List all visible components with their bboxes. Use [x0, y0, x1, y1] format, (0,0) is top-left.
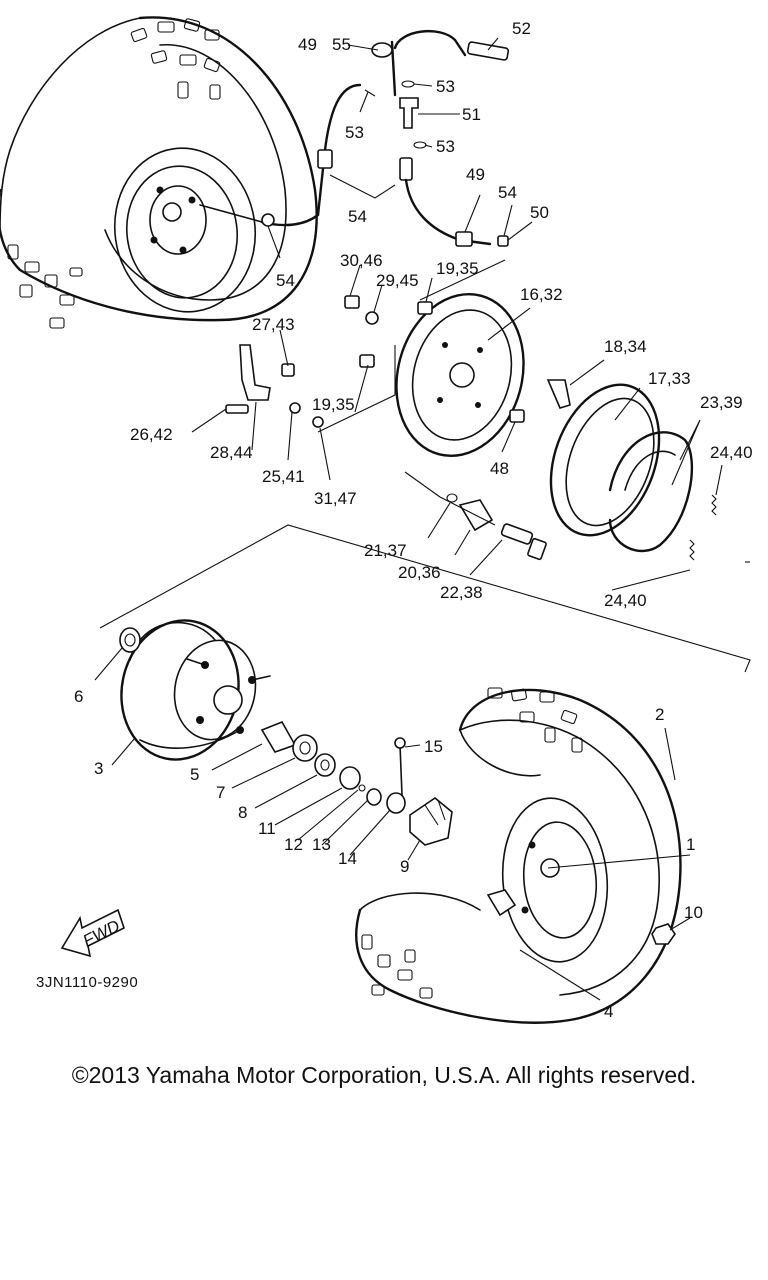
diagram-code: 3JN1110-9290	[36, 974, 138, 991]
part-label: 54	[348, 207, 367, 226]
part-label: 4	[604, 1002, 613, 1021]
part-label: 9	[400, 857, 409, 876]
part-label: 54	[498, 183, 517, 202]
part-label: 3	[94, 759, 103, 778]
part-label: 20,36	[398, 563, 441, 582]
part-label: 18,34	[604, 337, 647, 356]
part-label: 49	[466, 165, 485, 184]
part-label: 26,42	[130, 425, 173, 444]
part-label: 31,47	[314, 489, 357, 508]
part-label: 2	[655, 705, 664, 724]
part-label: 48	[490, 459, 509, 478]
part-label: 15	[424, 737, 443, 756]
copyright-notice: ©2013 Yamaha Motor Corporation, U.S.A. A…	[71, 1062, 697, 1088]
part-label: 12	[284, 835, 303, 854]
part-labels: 49 55 52 53 51 53 53 49 54 54 50 54 30,4…	[74, 19, 753, 1021]
part-label: 24,40	[710, 443, 753, 462]
part-label: 54	[276, 271, 295, 290]
part-label: 19,35	[436, 259, 479, 278]
part-label: 55	[332, 35, 351, 54]
part-label: 28,44	[210, 443, 253, 462]
part-label: 49	[298, 35, 317, 54]
guide-lines	[99, 174, 751, 673]
part-label: 19,35	[312, 395, 355, 414]
fwd-arrow-icon: FWD	[60, 908, 125, 958]
part-label: 52	[512, 19, 531, 38]
part-label: 29,45	[376, 271, 419, 290]
hub-assembly	[119, 619, 453, 846]
part-label: 7	[216, 783, 225, 802]
part-label: 5	[190, 765, 199, 784]
part-label: 1	[686, 835, 695, 854]
part-label: 24,40	[604, 591, 647, 610]
part-label: 6	[74, 687, 83, 706]
brake-components	[225, 292, 717, 561]
part-label: 30,46	[340, 251, 383, 270]
part-label: 53	[436, 137, 455, 156]
lower-tire	[355, 687, 682, 1024]
part-label: 16,32	[520, 285, 563, 304]
part-label: 10	[684, 903, 703, 922]
part-label: 11	[258, 819, 276, 838]
leader-lines	[94, 37, 723, 1001]
part-label: 8	[238, 803, 247, 822]
part-label: 22,38	[440, 583, 483, 602]
part-label: 53	[345, 123, 364, 142]
part-label: 21,37	[364, 541, 407, 560]
brake-cable-assembly	[316, 30, 510, 247]
part-label: 51	[462, 105, 481, 124]
part-label: 23,39	[700, 393, 743, 412]
part-label: 25,41	[262, 467, 305, 486]
part-label: 17,33	[648, 369, 691, 388]
part-label: 13	[312, 835, 331, 854]
upper-tire	[0, 16, 320, 329]
part-label: 53	[436, 77, 455, 96]
part-label: 27,43	[252, 315, 295, 334]
part-label: 14	[338, 849, 357, 868]
part-label: 50	[530, 203, 549, 222]
parts-diagram: FWD 3JN1110-9290 49 55 52 53 51 53 53 49…	[0, 16, 753, 1024]
